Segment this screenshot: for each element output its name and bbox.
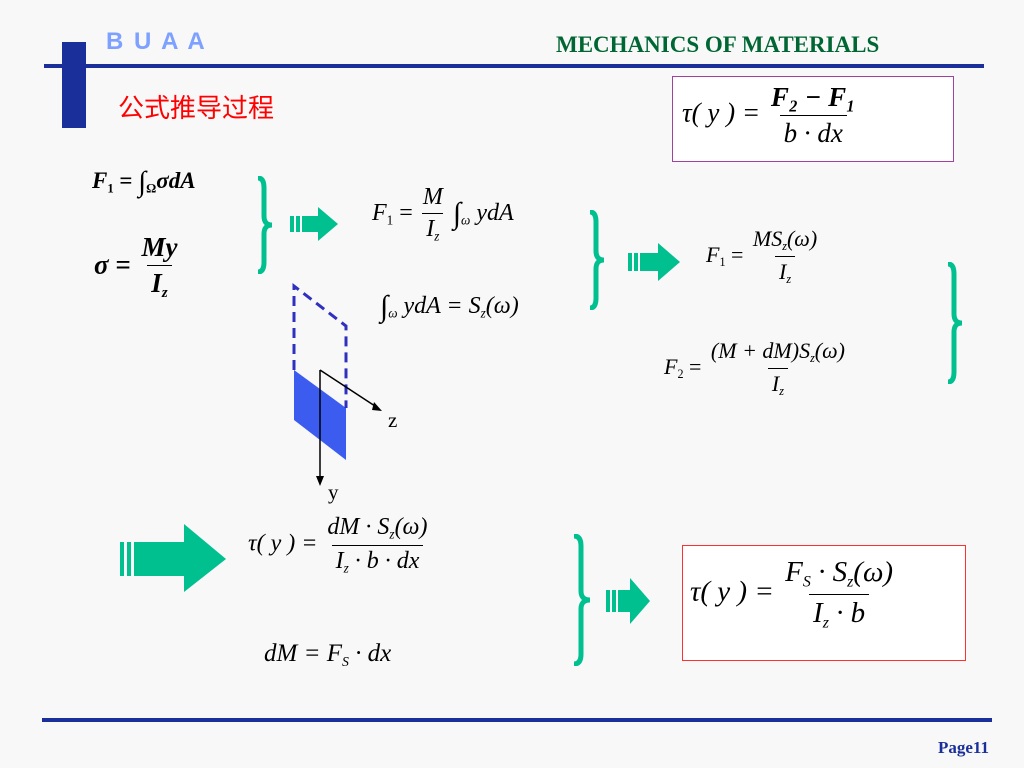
z-axis-arrowhead <box>372 402 382 411</box>
brace-1 <box>257 176 273 274</box>
tau-derivation-formula: τ( y ) = dM · Sz(ω) Iz · b · dx <box>248 514 428 576</box>
tau-top-denominator: b · dx <box>779 115 847 149</box>
f1-right-formula: F1 = MSz(ω) Iz <box>706 226 818 287</box>
buaa-logo: B U A A <box>106 28 207 55</box>
arrow-4-icon <box>606 578 650 624</box>
z-axis-label: z <box>388 408 398 432</box>
arrow-1-icon <box>290 207 338 241</box>
sz-formula: ∫ω ydA = Sz(ω) <box>380 290 519 323</box>
tau-top-numerator: F₂ − F₁ <box>770 82 856 112</box>
arrow-3-icon <box>120 524 226 592</box>
arrow-2-icon <box>628 243 680 281</box>
page-subtitle: 公式推导过程 <box>118 94 275 124</box>
tau-final-formula: τ( y ) = FS · Sz(ω) Iz · b <box>690 556 894 632</box>
tau-top-fraction: F₂ − F₁ b · dx <box>767 82 860 149</box>
final-result-box <box>682 545 966 661</box>
f1-integral-formula: F1 = ∫ΩσdA <box>92 166 196 198</box>
brace-2 <box>589 210 605 310</box>
beam-element-diagram <box>292 282 382 486</box>
sigma-formula: σ = My Iz <box>94 232 178 302</box>
brace-3 <box>947 262 963 384</box>
tau-formula-box <box>672 76 954 162</box>
tau-top-lhs: τ( y ) = <box>682 97 761 128</box>
dashed-outline <box>292 282 348 408</box>
f1-middle-formula: F1 = M Iz ∫ω ydA <box>372 184 514 244</box>
header-left-bar <box>62 42 86 128</box>
tau-formula-top: τ( y ) = F₂ − F₁ b · dx <box>682 82 860 149</box>
y-axis-arrowhead <box>316 476 324 486</box>
brace-4 <box>573 534 591 666</box>
header-rule <box>44 64 984 68</box>
f2-right-formula: F2 = (M + dM)Sz(ω) Iz <box>664 338 845 399</box>
footer-rule <box>42 718 992 722</box>
dm-formula: dM = FS · dx <box>264 640 392 669</box>
course-title: MECHANICS OF MATERIALS <box>556 32 880 57</box>
y-axis-label: y <box>328 480 339 504</box>
page-number: Page11 <box>938 738 989 757</box>
